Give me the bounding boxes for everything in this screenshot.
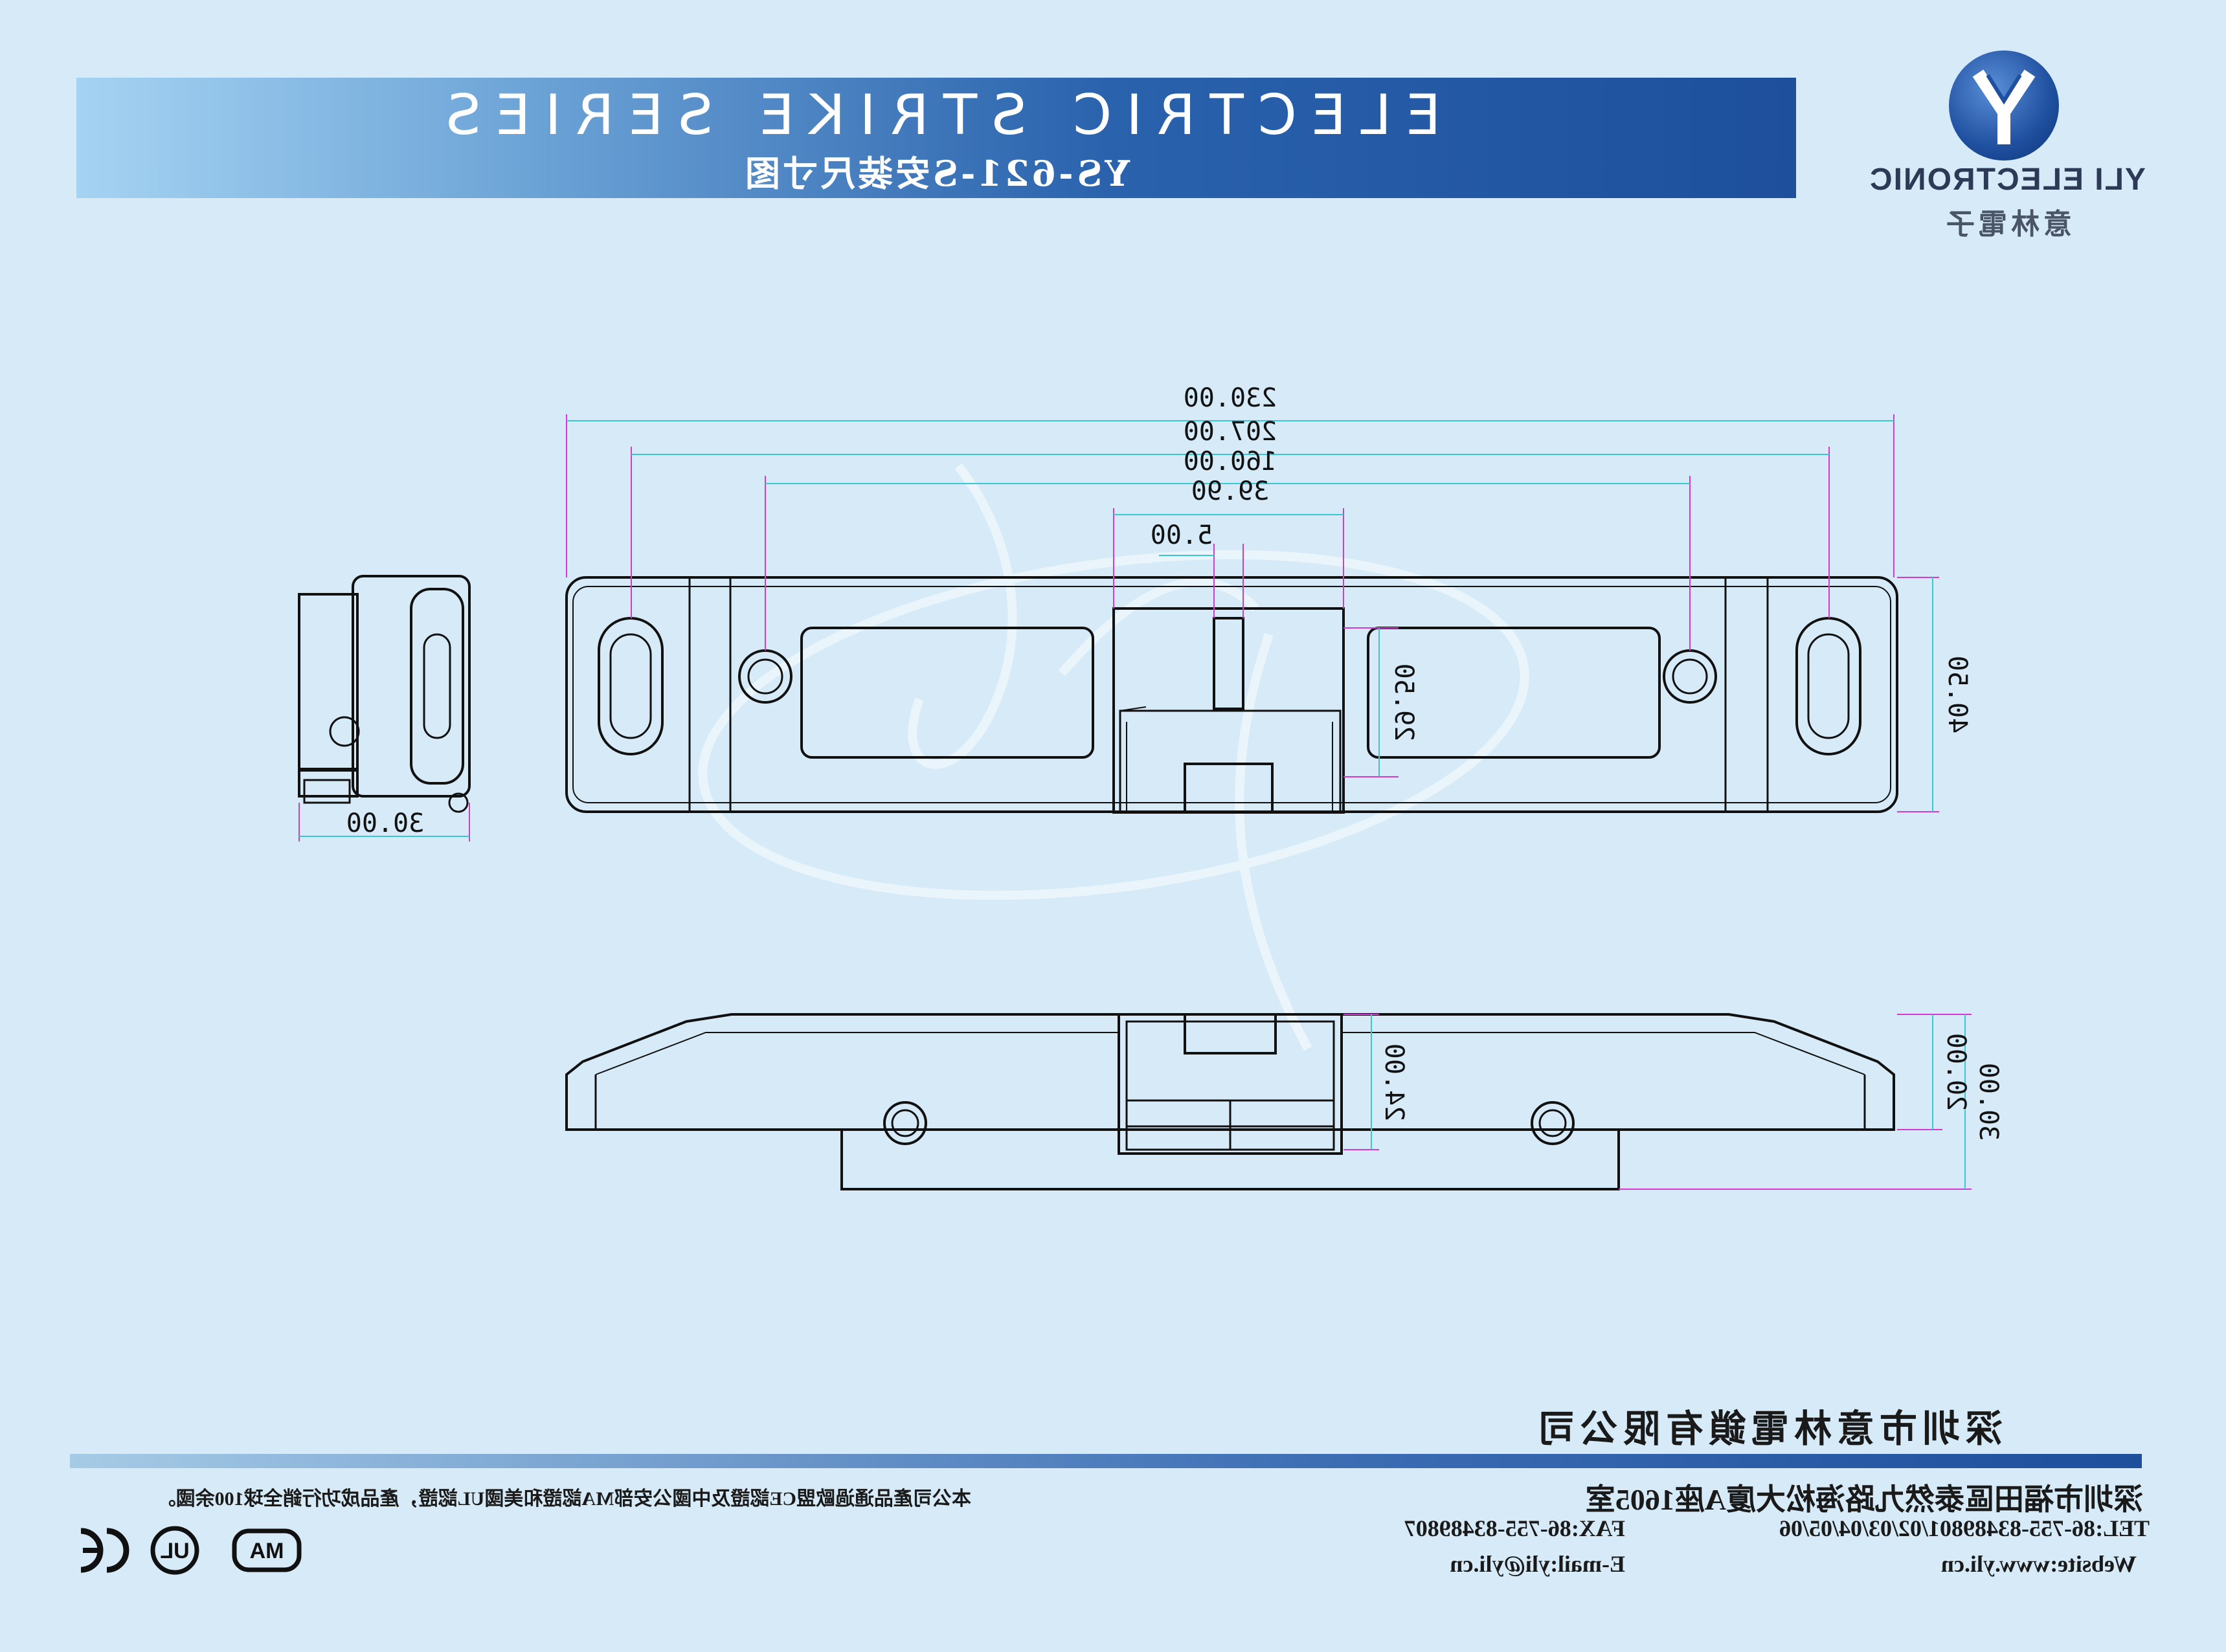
company-tel: TEL:86-755-83489801/02/03/04/05/06	[1779, 1515, 2150, 1541]
certification-note: 本公司產品通過歐盟CE認證及中國公安部MA認證和美國UL認證，產品成功行銷全球1…	[156, 1488, 971, 1510]
front-view	[565, 576, 1898, 814]
dim-faceplate-height: 40.50	[1942, 656, 1972, 733]
dim-side-depth: 30.00	[346, 809, 424, 838]
dim-screw-hole-pitch: 160.00	[1184, 447, 1277, 476]
dim-latch-width: 5.00	[1151, 520, 1213, 550]
dim-opening-height: 29.50	[1389, 664, 1419, 741]
ul-mark-icon: UL	[150, 1526, 199, 1575]
dim-total-depth: 30.00	[1973, 1063, 2003, 1141]
top-view	[565, 1013, 1895, 1190]
company-website: Website:www.yli.cn	[1941, 1551, 2137, 1577]
dim-mount-slot-pitch: 207.00	[1184, 417, 1277, 447]
dim-center-body-width: 39.90	[1191, 476, 1269, 506]
company-address: 深圳市福田區泰然九路海松大廈A座1605室	[1585, 1483, 2143, 1516]
ul-mark-text: UL	[160, 1539, 189, 1563]
ma-mark-text: MA	[250, 1539, 284, 1563]
dimension-labels: 230.00 207.00 160.00 39.90 5.00 40.50 29…	[346, 383, 2003, 1141]
footer-divider	[70, 1454, 2142, 1468]
dimension-lines	[298, 414, 1972, 1190]
company-email: E-mail:yli@yli.cn	[1450, 1551, 1625, 1577]
ce-mark-icon	[80, 1528, 129, 1573]
side-view	[298, 575, 471, 813]
dim-body-height: 24.00	[1379, 1044, 1409, 1121]
ma-mark-icon: MA	[232, 1528, 302, 1572]
dim-overall-length: 230.00	[1184, 383, 1277, 413]
watermark-logo	[698, 463, 1529, 1051]
company-fax: FAX:86-755-83489807	[1404, 1515, 1625, 1541]
yli-logo-icon	[1949, 50, 2059, 161]
company-name: 深圳市意林電鎖有限公司	[1533, 1407, 2003, 1451]
dim-step-height: 20.00	[1941, 1033, 1971, 1111]
certification-marks: UL MA	[71, 1524, 304, 1579]
